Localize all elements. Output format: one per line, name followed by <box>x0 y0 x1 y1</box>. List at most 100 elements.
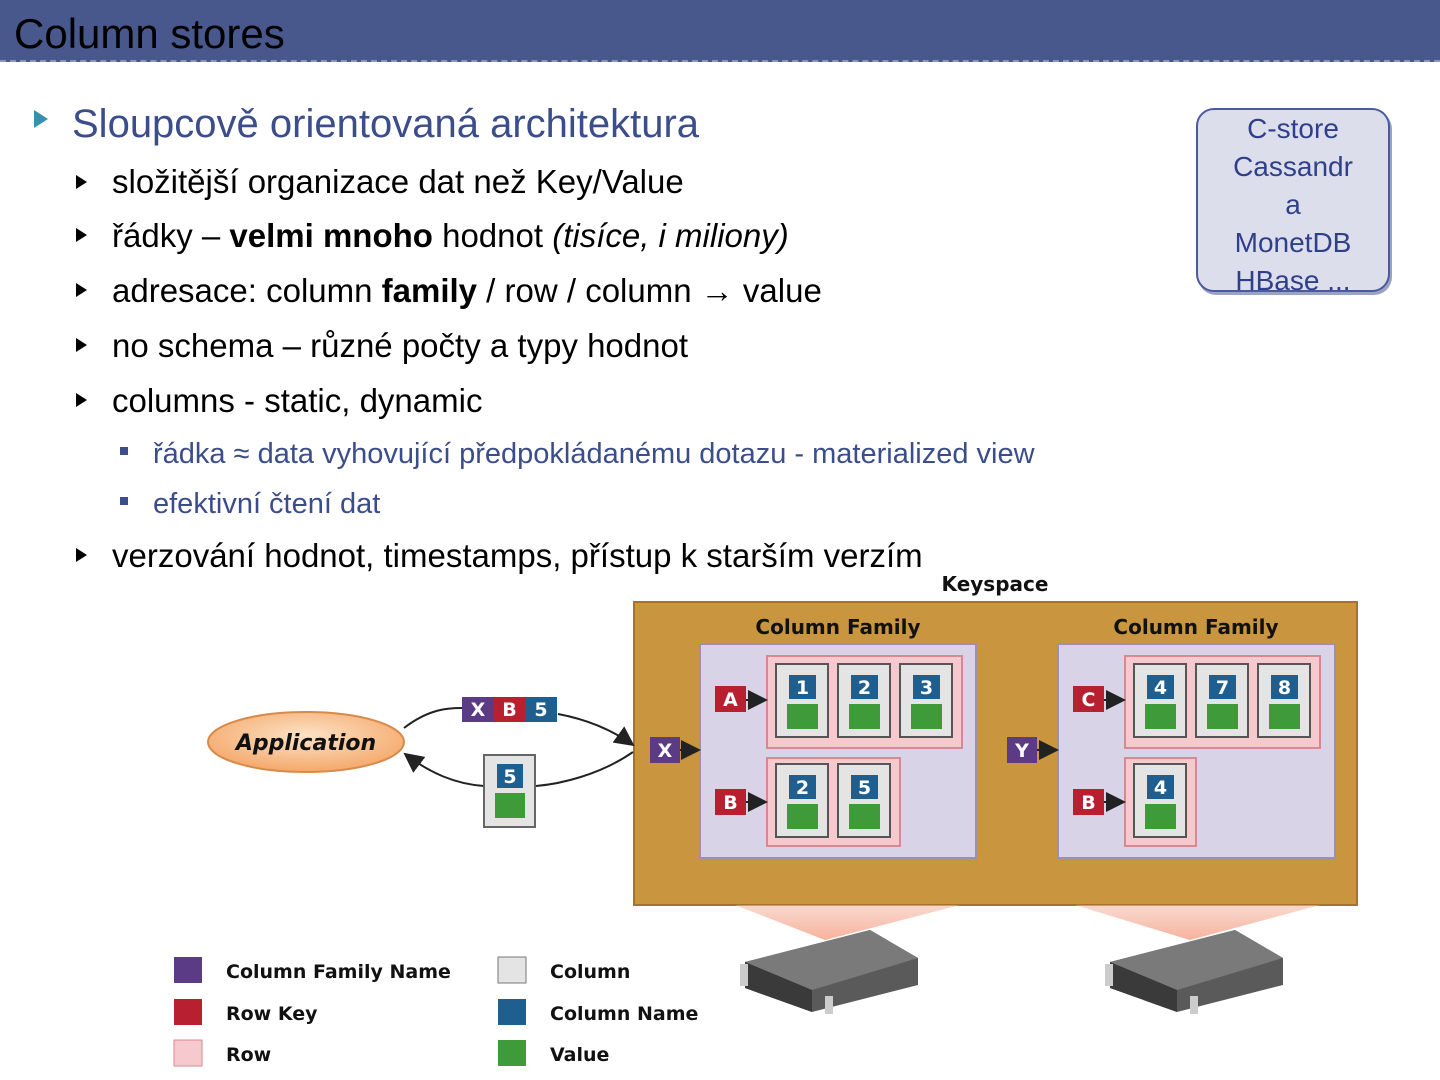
column-name-label: 7 <box>1216 677 1229 699</box>
bullet-text-part: řádky – <box>112 217 230 254</box>
column-name-label: 5 <box>858 777 871 799</box>
sub-bullet-text: řádka ≈ data vyhovující předpokládanému … <box>153 438 1035 470</box>
legend-swatch-row-key <box>174 999 202 1025</box>
column-cell: 4 <box>1133 763 1187 838</box>
server-beam <box>1075 905 1320 940</box>
column-cell: 7 <box>1195 663 1249 738</box>
row-key-c: C <box>1073 686 1104 712</box>
sub-bullet-icon <box>120 497 128 505</box>
legend-label: Column Family Name <box>226 961 451 983</box>
slide-title: Column stores <box>14 10 285 57</box>
column-cell: 4 <box>1133 663 1187 738</box>
bullet-text-part: adresace: column <box>112 272 382 309</box>
row-key-a: A <box>715 686 746 712</box>
column-family-name-y: Y <box>1007 737 1037 763</box>
column-name-label: 4 <box>1154 777 1167 799</box>
legend-label: Value <box>550 1044 609 1066</box>
bullet-text-part: / row / column → value <box>477 272 822 309</box>
value-block <box>849 704 880 729</box>
legend: Column Family Name Row Key Row Column Co… <box>173 956 698 1067</box>
column-family-label: Column Family <box>1113 615 1278 639</box>
column-cell: 2 <box>775 763 829 838</box>
svg-text:5: 5 <box>503 766 516 788</box>
heading-bullet-icon <box>34 110 48 128</box>
bullet-text: adresace: column family / row / column →… <box>112 271 822 311</box>
bullet-icon <box>76 548 87 562</box>
server-beam <box>735 905 960 940</box>
column-name-label: 3 <box>920 677 933 699</box>
bullet-text: složitější organizace dat než Key/Value <box>112 163 684 200</box>
sub-bullet-icon <box>120 447 128 455</box>
svg-text:C: C <box>1082 689 1096 711</box>
value-block <box>849 804 880 829</box>
bullet-text: columns - static, dynamic <box>112 382 483 419</box>
slide-heading: Sloupcově orientovaná architektura <box>72 102 700 146</box>
column-cell: 1 <box>775 663 829 738</box>
bullet-icon <box>76 228 87 242</box>
examples-callout: C-store Cassandr a MonetDB HBase ... <box>1196 108 1390 292</box>
value-block <box>1269 704 1300 729</box>
column-cell: 5 <box>837 763 891 838</box>
server-icon <box>740 930 918 1014</box>
svg-text:B: B <box>1081 792 1095 814</box>
row-key-b: B <box>1073 789 1104 815</box>
bullet-icon <box>76 283 87 297</box>
bullet-italic-text: (tisíce, i miliony) <box>552 217 789 254</box>
legend-swatch-value <box>498 1040 526 1066</box>
legend-label: Column <box>550 961 630 983</box>
request-message: X B 5 <box>462 697 557 722</box>
bullet-bold-text: family <box>381 272 478 309</box>
callout-line: Cassandr <box>1233 151 1353 182</box>
column-family-name-x: X <box>650 737 680 763</box>
column-name-label: 2 <box>858 677 871 699</box>
svg-text:5: 5 <box>534 699 547 721</box>
value-block <box>787 704 818 729</box>
bullet-text: no schema – různé počty a typy hodnot <box>112 327 689 364</box>
legend-label: Row Key <box>226 1003 318 1025</box>
column-name-label: 4 <box>1154 677 1167 699</box>
sub-bullet-text: efektivní čtení dat <box>153 488 381 520</box>
legend-label: Row <box>226 1044 271 1066</box>
svg-text:Y: Y <box>1014 740 1029 762</box>
bullet-icon <box>76 393 87 407</box>
bullet-text: verzování hodnot, timestamps, přístup k … <box>112 537 923 574</box>
column-name-label: 8 <box>1278 677 1291 699</box>
column-cell: 3 <box>899 663 953 738</box>
callout-line: C-store <box>1247 113 1339 144</box>
keyspace-label: Keyspace <box>942 572 1049 596</box>
svg-text:B: B <box>502 699 516 721</box>
legend-label: Column Name <box>550 1003 698 1025</box>
reply-column: 5 <box>483 754 536 828</box>
legend-swatch-row <box>173 1039 203 1067</box>
legend-swatch-column-family-name <box>174 957 202 983</box>
callout-line: MonetDB <box>1234 227 1352 258</box>
svg-text:X: X <box>471 699 486 721</box>
value-block <box>787 804 818 829</box>
column-family-label: Column Family <box>755 615 920 639</box>
bullet-text-part: hodnot <box>432 217 553 254</box>
value-block <box>911 704 942 729</box>
column-cell: 8 <box>1257 663 1311 738</box>
application-node <box>207 711 405 773</box>
column-name-label: 1 <box>796 677 809 699</box>
svg-text:A: A <box>723 689 738 711</box>
title-bar: Column stores <box>0 0 1440 62</box>
value-block <box>1207 704 1238 729</box>
bullet-text: řádky – velmi mnoho hodnot (tisíce, i mi… <box>112 216 789 256</box>
callout-line: HBase ... <box>1235 265 1351 292</box>
server-icon <box>1105 930 1283 1014</box>
legend-swatch-column <box>497 956 527 984</box>
application-label: Application <box>234 731 376 756</box>
value-block <box>1145 704 1176 729</box>
value-block <box>1145 804 1176 829</box>
callout-line: a <box>1285 189 1301 220</box>
bullet-icon <box>76 175 87 189</box>
column-name-label: 2 <box>796 777 809 799</box>
svg-text:X: X <box>658 740 673 762</box>
row-key-b: B <box>715 789 746 815</box>
bullet-icon <box>76 338 87 352</box>
column-cell: 2 <box>837 663 891 738</box>
svg-text:B: B <box>723 792 737 814</box>
bullet-bold-text: velmi mnoho <box>229 217 433 254</box>
